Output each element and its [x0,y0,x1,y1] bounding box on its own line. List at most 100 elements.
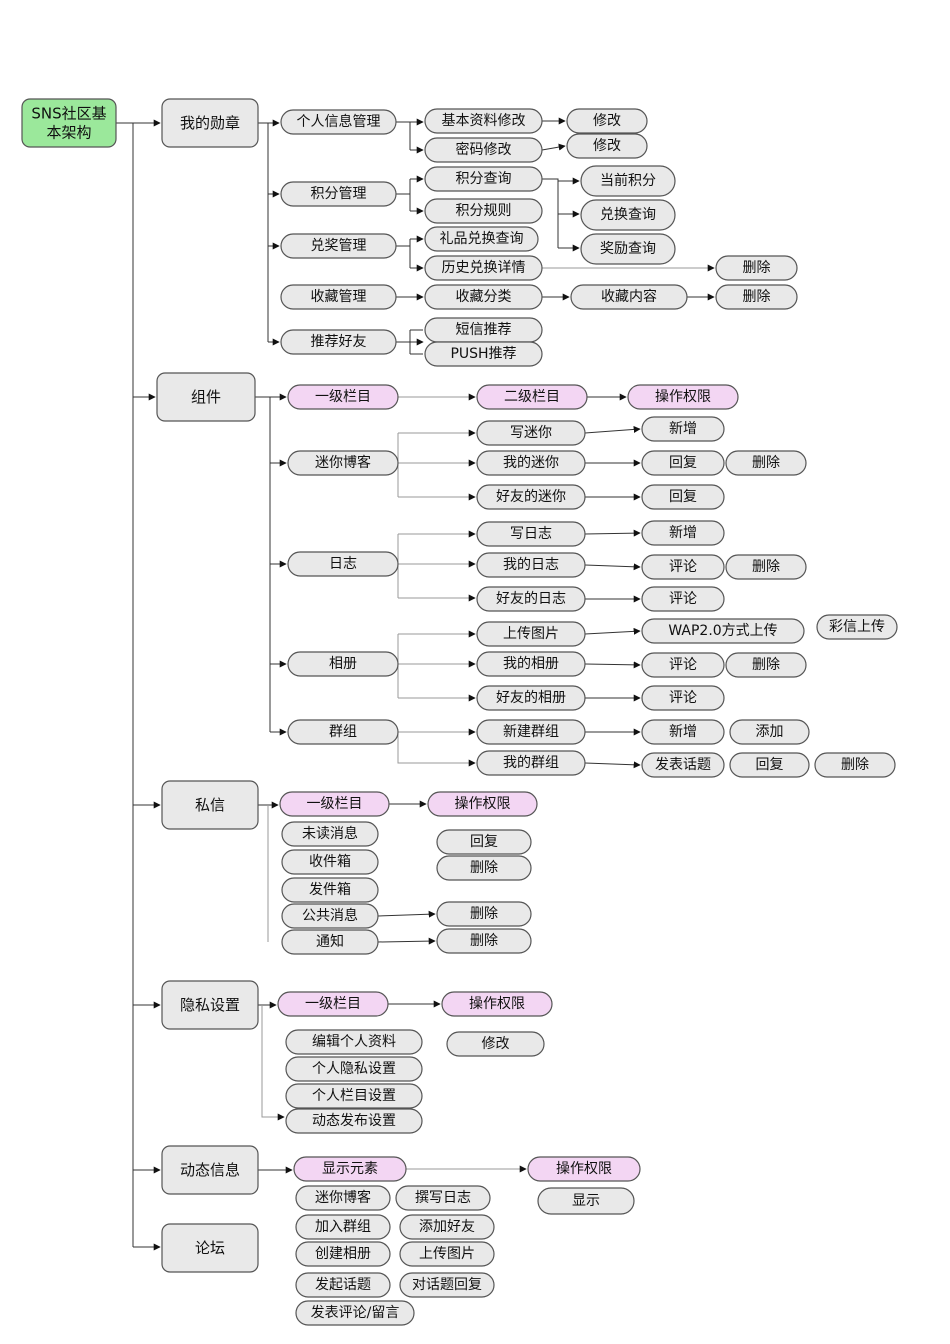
node-label: 动态信息 [180,1161,240,1179]
node-label: 回复 [669,454,697,471]
node-m5-p1: 显示 [537,1187,635,1215]
node-m2-3c: 好友的相册 [476,685,586,711]
node-label: 加入群组 [315,1219,371,1235]
node-m2: 组件 [156,372,256,422]
node-m2-4b2: 回复 [729,752,810,778]
node-label: 我的相册 [503,656,559,672]
node-label: 上传图片 [419,1246,475,1262]
node-m1-2b: 积分规则 [424,198,543,224]
node-m5-9: 发表评论/留言 [295,1300,415,1326]
node-m2-h2: 二级栏目 [476,384,588,410]
node-label: 回复 [756,756,784,773]
node-m3-1: 未读消息 [281,821,379,847]
node-m4-2: 个人隐私设置 [285,1056,423,1082]
node-label: 操作权限 [469,996,525,1012]
node-label: 彩信上传 [829,619,885,635]
node-m4-4: 动态发布设置 [285,1108,423,1134]
node-label: 上传图片 [503,626,559,642]
node-m5-8: 对话题回复 [399,1272,495,1298]
node-m2-3b1: 评论 [641,652,725,678]
node-label: 当前积分 [600,172,656,189]
node-label: 奖励查询 [600,240,656,257]
node-m1-1a-x: 修改 [566,108,648,134]
node-label: PUSH推荐 [450,346,516,362]
node-m3-3: 发件箱 [281,877,379,903]
node-label: 二级栏目 [504,389,560,405]
node-m3-5: 通知 [281,929,379,955]
node-m2-3: 相册 [287,651,399,677]
node-m5-2: 撰写日志 [395,1185,491,1211]
node-label: 创建相册 [315,1246,371,1262]
node-m4-1: 编辑个人资料 [285,1029,423,1055]
node-label: 对话题回复 [412,1276,482,1293]
node-label: 新增 [669,724,697,740]
node-m2-4b: 我的群组 [476,750,586,776]
node-label: 删除 [752,559,780,575]
node-label: 新增 [669,525,697,541]
node-m4-h1: 一级栏目 [277,991,389,1017]
node-label: 显示元素 [322,1161,378,1177]
node-label: 群组 [329,724,357,740]
node-label: 个人栏目设置 [312,1088,396,1104]
node-m1-3b-x: 删除 [715,255,798,281]
node-m3-h1: 一级栏目 [279,791,390,817]
node-m2-1b2: 删除 [725,450,807,476]
node-label: 我的勋章 [180,114,240,132]
node-label: 私信 [195,796,225,814]
connector-arrow [584,529,641,537]
node-m5-5: 创建相册 [295,1241,391,1267]
node-m2-1a1: 新增 [641,416,725,442]
node-label: 论坛 [195,1239,225,1257]
node-label: 基本资料修改 [442,112,526,129]
node-label: 删除 [841,757,869,773]
node-label: 好友的迷你 [496,489,566,505]
node-label: 删除 [752,657,780,673]
node-label: 收藏内容 [601,288,657,305]
node-m5-7: 发起话题 [295,1272,391,1298]
node-m2-2b1: 评论 [641,554,725,580]
node-label: 删除 [752,455,780,471]
node-m1-5: 推荐好友 [280,329,397,355]
node-m2-2b2: 删除 [725,554,807,580]
node-m2-2b: 我的日志 [476,552,586,578]
node-m2-4a2: 添加 [729,719,810,745]
node-m2-3b2: 删除 [725,652,807,678]
node-label: 操作权限 [655,389,711,405]
node-m6: 论坛 [161,1223,259,1273]
node-label: 组件 [191,388,221,406]
connector-arrow [377,937,436,945]
node-label: 收件箱 [309,854,351,870]
diagram-nodes: SNS社区基本架构我的勋章个人信息管理基本资料修改修改密码修改修改积分管理积分查… [21,98,898,1326]
node-m4-p1: 修改 [446,1031,545,1057]
node-label: 评论 [669,559,697,575]
node-label: 删除 [470,906,498,922]
node-m2-2a: 写日志 [476,521,586,547]
node-m5: 动态信息 [161,1145,259,1195]
node-m5-4: 添加好友 [399,1214,495,1240]
node-m2-3b: 我的相册 [476,651,586,677]
node-m5-6: 上传图片 [399,1241,495,1267]
node-label: 评论 [669,690,697,706]
node-m2-4b1: 发表话题 [641,752,725,778]
connector-arrow [397,732,476,767]
node-m2-1b: 我的迷你 [476,450,586,476]
node-label: 密码修改 [456,141,512,158]
node-m2-1b1: 回复 [641,450,725,476]
node-label: 个人信息管理 [297,113,381,130]
node-m1-5a: 短信推荐 [424,317,543,343]
node-m2-4b3: 删除 [814,752,896,778]
node-m1-1a: 基本资料修改 [424,108,543,134]
node-m2-3a1: WAP2.0方式上传 [641,618,805,644]
node-m5-h2: 操作权限 [527,1156,641,1182]
node-label: 发表话题 [655,757,711,773]
node-label: 发起话题 [315,1277,371,1293]
node-m2-h1: 一级栏目 [287,384,399,410]
node-label: 操作权限 [556,1161,612,1177]
node-m2-1c1: 回复 [641,484,725,510]
node-label: 发表评论/留言 [311,1305,400,1321]
connector-arrow [584,425,641,434]
node-label: 删除 [743,260,771,276]
node-label: 写日志 [510,526,552,542]
node-label: 兑换查询 [600,206,656,223]
